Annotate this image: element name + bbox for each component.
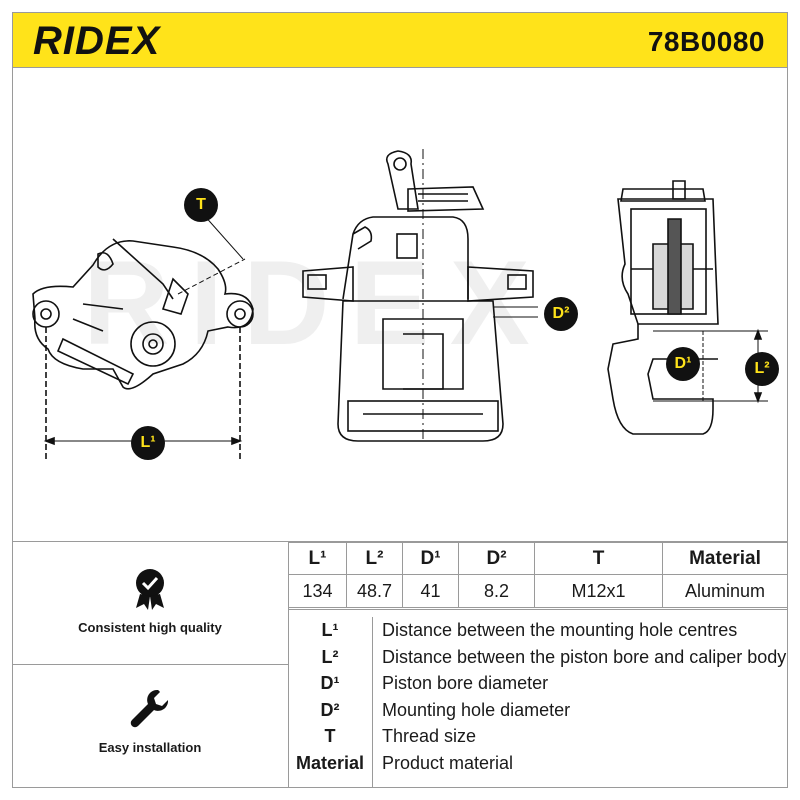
svg-text:RIDEX: RIDEX <box>33 22 162 60</box>
wrench-icon <box>130 689 169 728</box>
legend-row: D¹ Piston bore diameter <box>288 670 788 697</box>
legend-row: Material Product material <box>288 750 788 777</box>
spec-table: L¹ L² D¹ D² T Material 134 48.7 41 8.2 M… <box>288 542 788 608</box>
spec-value: 48.7 <box>346 574 403 608</box>
callout-T: T <box>184 188 218 222</box>
badge-installation-label: Easy installation <box>98 740 202 755</box>
legend-key: Material <box>295 752 365 773</box>
drawing-divider <box>12 541 788 542</box>
callout-D2: D² <box>544 297 578 331</box>
spec-value: Aluminum <box>662 574 788 608</box>
callout-L2: L² <box>745 352 779 386</box>
legend-row: T Thread size <box>288 723 788 750</box>
legend-key: D¹ <box>320 673 340 694</box>
spec-value: M12x1 <box>534 574 663 608</box>
badge-quality: Consistent high quality <box>12 566 288 635</box>
callout-L1: L¹ <box>131 426 165 460</box>
header-bar: RIDEX 78B0080 <box>12 12 788 68</box>
spec-legend: L¹ Distance between the mounting hole ce… <box>288 617 788 787</box>
spec-header: T <box>534 542 663 575</box>
spec-header-row: L¹ L² D¹ D² T Material <box>288 542 788 575</box>
legend-separator <box>372 617 373 787</box>
spec-value: 41 <box>402 574 459 608</box>
spec-header: Material <box>662 542 788 575</box>
legend-key: T <box>324 726 336 747</box>
caliper-technical-drawing: RIDEX <box>32 149 768 459</box>
legend-description: Mounting hole diameter <box>382 699 571 720</box>
quality-shield-check-icon <box>136 569 164 610</box>
legend-description: Thread size <box>382 726 477 747</box>
callout-D1: D¹ <box>666 347 700 381</box>
left-view-caliper <box>32 213 254 459</box>
legend-top-divider <box>288 609 788 610</box>
legend-row: L² Distance between the piston bore and … <box>288 644 788 671</box>
spec-header: D¹ <box>402 542 459 575</box>
ridex-logo: RIDEX <box>33 22 162 60</box>
spec-header: L² <box>346 542 403 575</box>
legend-description: Piston bore diameter <box>382 673 549 694</box>
legend-key: L¹ <box>321 620 339 640</box>
spec-header: L¹ <box>288 542 347 575</box>
spec-value: 8.2 <box>458 574 535 608</box>
center-view-caliper <box>302 149 538 442</box>
part-number: 78B0080 <box>647 26 765 57</box>
badge-quality-label: Consistent high quality <box>78 620 222 635</box>
legend-description: Product material <box>382 752 514 773</box>
badge-divider <box>12 664 288 665</box>
legend-key: L² <box>321 646 339 667</box>
legend-description: Distance between the mounting hole centr… <box>382 620 738 640</box>
right-view-caliper <box>607 180 768 435</box>
spec-header: D² <box>458 542 535 575</box>
spec-value: 134 <box>288 574 347 608</box>
badge-installation: Easy installation <box>12 686 288 755</box>
legend-row: L¹ Distance between the mounting hole ce… <box>288 617 788 644</box>
watermark: RIDEX <box>83 236 550 370</box>
spec-value-row: 134 48.7 41 8.2 M12x1 Aluminum <box>288 574 788 608</box>
badge-column-divider <box>288 541 289 788</box>
legend-description: Distance between the piston bore and cal… <box>382 646 787 667</box>
legend-row: D² Mounting hole diameter <box>288 697 788 724</box>
legend-key: D² <box>320 699 340 720</box>
